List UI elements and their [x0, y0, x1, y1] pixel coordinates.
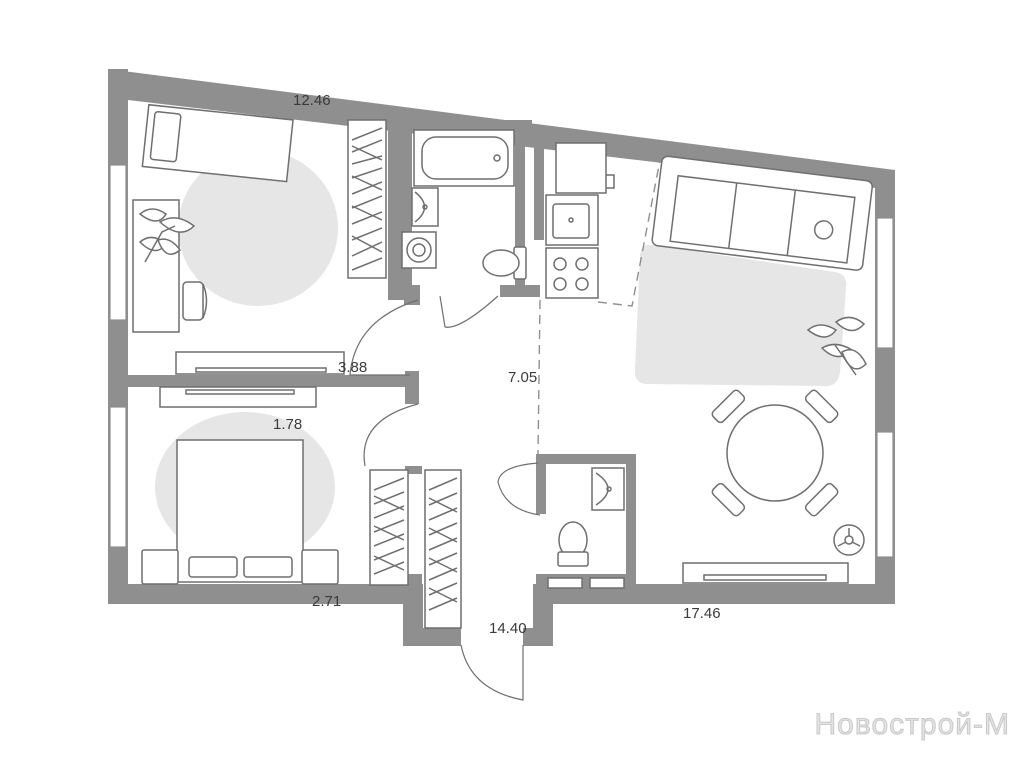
door-swing-icon	[497, 462, 541, 516]
plant-icon	[806, 316, 867, 376]
chair-icon	[182, 281, 208, 321]
toilet-icon	[557, 521, 589, 567]
rug-living	[634, 244, 847, 387]
wardrobe-icon	[369, 469, 409, 586]
bedroom-1	[132, 103, 387, 375]
plant-icon	[138, 208, 196, 263]
dining-table-icon	[711, 389, 839, 517]
bathroom-area: 1.78	[273, 416, 303, 433]
fridge-icon	[555, 142, 607, 194]
living-room	[651, 155, 873, 584]
wardrobe-icon	[424, 469, 462, 629]
windows	[108, 164, 895, 558]
bathroom	[401, 129, 527, 280]
bedroom-2	[141, 386, 409, 586]
doors	[349, 295, 541, 701]
door-swing-icon	[363, 403, 419, 467]
wardrobe-area: 3.88	[338, 359, 368, 376]
living-room-area: 17.46	[683, 605, 721, 622]
bathtub-icon	[413, 129, 515, 187]
stove-icon	[545, 247, 599, 299]
hallway-area: 14.40	[489, 620, 527, 637]
wardrobe-icon	[347, 119, 387, 279]
bedroom-1-area: 12.46	[293, 92, 331, 109]
door-swing-icon	[439, 295, 499, 328]
fan-icon	[833, 524, 865, 556]
kitchen-living-area: 7.05	[508, 369, 538, 386]
sink-icon	[545, 194, 599, 246]
washing-machine-icon	[401, 231, 437, 269]
watermark: Новострой-М	[814, 708, 1010, 742]
window-bedroom-1	[109, 164, 127, 321]
window-living-top	[876, 217, 894, 349]
bedroom-2-area: 2.71	[312, 593, 342, 610]
kitchen	[537, 142, 661, 456]
hallway	[424, 469, 462, 629]
bed-icon	[141, 103, 294, 183]
sofa-icon	[651, 155, 873, 271]
rug-bedroom-1	[178, 150, 338, 306]
wc	[547, 467, 625, 589]
bed-icon	[141, 439, 339, 585]
toilet-icon	[482, 246, 527, 280]
window-bedroom-2	[109, 406, 127, 548]
door-swing-icon	[460, 644, 524, 701]
sink-icon	[591, 467, 625, 511]
window-living-bottom	[876, 431, 894, 558]
sink-icon	[411, 187, 439, 227]
door-swing-icon	[349, 299, 419, 376]
